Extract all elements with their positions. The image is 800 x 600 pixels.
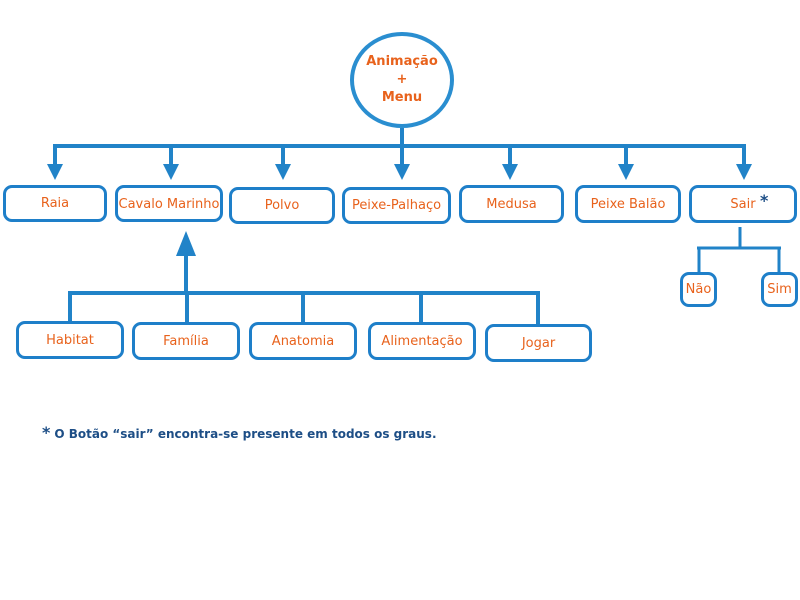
node-sair: Sair bbox=[689, 185, 797, 223]
node-peixe-balao: Peixe Balão bbox=[575, 185, 681, 223]
node-alimentacao-label: Alimentação bbox=[381, 333, 463, 349]
node-jogar-label: Jogar bbox=[521, 335, 556, 351]
node-polvo: Polvo bbox=[229, 187, 335, 224]
node-peixe-palhaco-label: Peixe-Palhaço bbox=[351, 198, 442, 213]
footnote: *O Botão “sair” encontra-se presente em … bbox=[42, 423, 437, 442]
node-nao: Não bbox=[680, 272, 717, 307]
node-sim: Sim bbox=[761, 272, 798, 307]
node-habitat: Habitat bbox=[16, 321, 124, 359]
node-habitat-label: Habitat bbox=[46, 332, 94, 348]
node-familia-label: Família bbox=[163, 333, 209, 349]
node-polvo-label: Polvo bbox=[264, 198, 300, 213]
node-familia: Família bbox=[132, 322, 240, 360]
node-jogar: Jogar bbox=[485, 324, 592, 362]
sair-asterisk: * bbox=[760, 191, 769, 210]
node-sair-label: Sair bbox=[730, 196, 756, 212]
root-line-2: + bbox=[396, 72, 408, 87]
root-node-animacao-menu: Animação + Menu bbox=[350, 32, 454, 128]
node-sim-label: Sim bbox=[767, 282, 792, 297]
node-peixe-palhaco: Peixe-Palhaço bbox=[342, 187, 451, 224]
node-nao-label: Não bbox=[685, 282, 712, 297]
footnote-asterisk: * bbox=[42, 423, 51, 442]
node-raia: Raia bbox=[3, 185, 107, 222]
node-medusa-label: Medusa bbox=[486, 196, 537, 212]
node-anatomia: Anatomia bbox=[249, 322, 357, 360]
node-cavalo-marinho-label: Cavalo Marinho bbox=[118, 197, 220, 212]
node-alimentacao: Alimentação bbox=[368, 322, 476, 360]
root-line-3: Menu bbox=[381, 90, 423, 105]
node-cavalo-marinho: Cavalo Marinho bbox=[115, 185, 223, 222]
node-raia-label: Raia bbox=[40, 196, 70, 211]
node-medusa: Medusa bbox=[459, 185, 564, 223]
node-peixe-balao-label: Peixe Balão bbox=[590, 196, 666, 212]
node-anatomia-label: Anatomia bbox=[271, 333, 335, 349]
footnote-text: O Botão “sair” encontra-se presente em t… bbox=[54, 427, 437, 441]
root-line-1: Animação bbox=[366, 54, 438, 69]
